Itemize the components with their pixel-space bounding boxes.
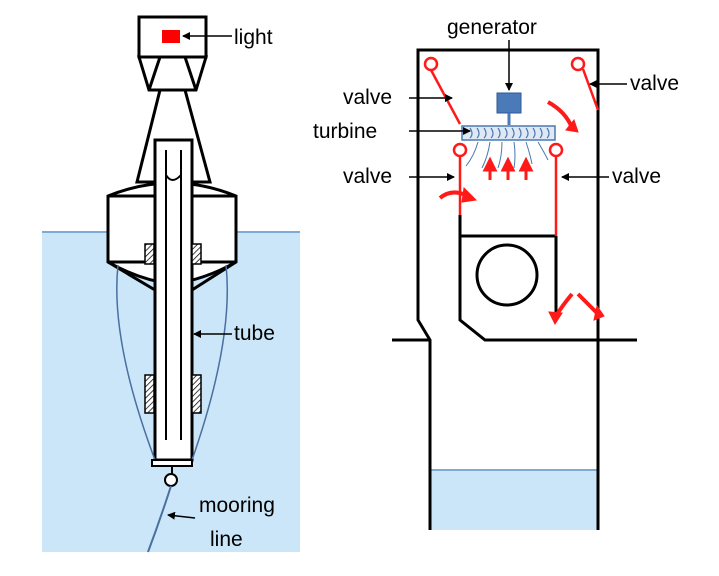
buoy-diagram: light tube mooring line [42,15,300,553]
generator [496,92,522,114]
generator-label: generator [447,16,537,39]
lower-bearing-left [144,374,155,414]
mooring-shackle [164,473,178,487]
chamber-water [430,470,598,530]
flow-arrows [438,100,605,326]
airflow-lines [465,141,549,169]
turbine-blades [469,127,550,139]
skirt-right [191,264,228,461]
chamber-outer-wall [416,48,600,530]
valve-top-right-label: valve [630,72,679,95]
upper-bearing-left [144,243,155,265]
valve-mid-right [548,142,564,236]
mooring-line [147,485,172,553]
valve-top-left [423,56,462,125]
turbine [461,125,556,141]
mooring-label: mooring [199,494,275,517]
float-ball [475,243,539,307]
valve-top-left-label: valve [343,86,392,109]
mooring-leader [167,511,196,520]
tube-label: tube [234,322,275,345]
tube [153,138,194,462]
line-label: line [210,528,243,551]
mast-line [183,56,198,91]
buoy-cone [107,260,237,292]
valve-top-right [570,56,600,111]
owc-chamber-diagram: generator valve valve turbine valve valv… [313,16,679,530]
tube-bottom-plate [151,459,193,467]
light-lamp [162,30,180,43]
inner-duct [458,215,598,342]
tube-top-loop [165,160,182,181]
light-label: light [234,26,273,49]
skirt-left [116,264,156,461]
valve-mid-right-label: valve [612,165,661,188]
valve-mid-left [452,142,468,215]
turbine-label: turbine [313,120,377,143]
valve-mid-left-label: valve [343,165,392,188]
lower-bearing-right [191,374,202,414]
mast-line [147,56,162,91]
upper-bearing-right [191,243,202,265]
